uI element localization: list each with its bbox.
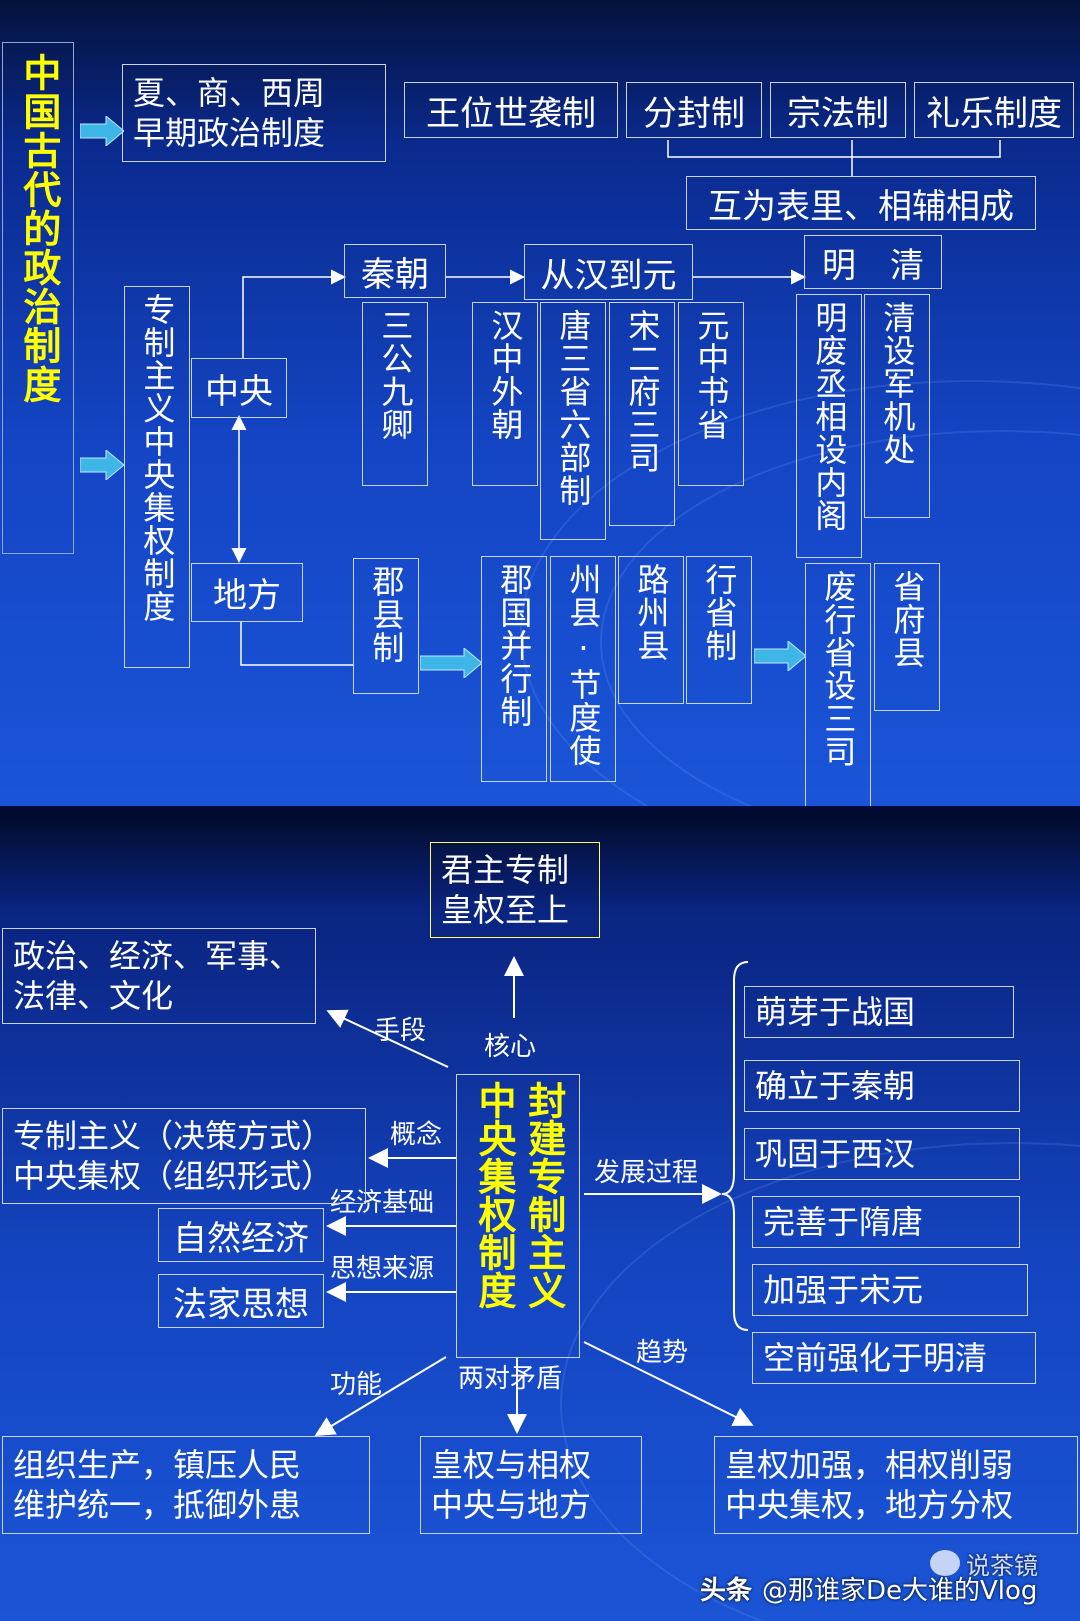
development-stage: 巩固于西汉 xyxy=(744,1128,1020,1180)
thought-source-box: 法家思想 xyxy=(158,1274,324,1328)
watermark-author: @那谁家De大谁的Vlog xyxy=(762,1576,1038,1606)
wechat-logo-icon xyxy=(930,1550,960,1576)
system-rites-music: 礼乐制度 xyxy=(914,82,1074,138)
right-arrow-icon xyxy=(754,641,806,671)
development-stage: 加强于宋元 xyxy=(752,1264,1028,1316)
system-patriarchal-clan: 宗法制 xyxy=(770,82,906,138)
means-line2: 法律、文化 xyxy=(13,977,174,1015)
local-yuan-item: 行省制 xyxy=(686,556,752,704)
early-political-system-box: 夏、商、西周 早期政治制度 xyxy=(122,64,386,162)
edge-label-function: 功能 xyxy=(330,1370,383,1400)
local-han-item: 郡国并行制 xyxy=(481,556,547,782)
function-line2: 维护统一，抵御外患 xyxy=(13,1486,302,1524)
concept-box: 专制主义（决策方式） 中央集权（组织形式） xyxy=(2,1108,366,1204)
edge-label-trend: 趋势 xyxy=(636,1338,689,1368)
slide-divider xyxy=(0,806,1080,816)
edge-label-concept: 概念 xyxy=(390,1120,443,1150)
function-line1: 组织生产，镇压人民 xyxy=(13,1446,302,1484)
right-arrow-icon xyxy=(80,116,124,146)
central-tang-item: 唐三省六部制 xyxy=(540,302,606,540)
development-stage: 完善于隋唐 xyxy=(752,1196,1020,1248)
economic-basis-box: 自然经济 xyxy=(158,1208,324,1262)
local-qing-item: 省府县 xyxy=(874,563,940,711)
central-song-item: 宋二府三司 xyxy=(609,302,675,526)
development-stage: 确立于秦朝 xyxy=(744,1060,1020,1112)
concept-line1: 专制主义（决策方式） xyxy=(13,1117,334,1155)
dynasty-qin: 秦朝 xyxy=(344,244,446,298)
edge-label-means: 手段 xyxy=(374,1016,427,1046)
watermark-logo-text: 说茶镜 xyxy=(966,1552,1038,1580)
right-arrow-icon xyxy=(80,450,124,480)
edge-label-thought: 思想来源 xyxy=(330,1254,435,1284)
development-stage: 空前强化于明清 xyxy=(752,1332,1036,1384)
edge-label-core: 核心 xyxy=(484,1032,537,1062)
contradiction-line1: 皇权与相权 xyxy=(431,1446,592,1484)
contradiction-box: 皇权与相权 中央与地方 xyxy=(420,1436,642,1534)
central-yuan-item: 元中书省 xyxy=(678,302,744,486)
edge-label-development: 发展过程 xyxy=(594,1158,699,1188)
core-box: 君主专制 皇权至上 xyxy=(430,842,600,938)
concept-line2: 中央集权（组织形式） xyxy=(13,1157,334,1195)
central-concept-box: 封建专制主义 中央集权制度 xyxy=(456,1074,580,1358)
diagram-title: 中国古代的政治制度 xyxy=(2,42,74,554)
trend-line2: 中央集权，地方分权 xyxy=(725,1486,1014,1524)
right-arrow-icon xyxy=(420,648,482,678)
function-box: 组织生产，镇压人民 维护统一，抵御外患 xyxy=(2,1436,370,1534)
slide2-connectors xyxy=(314,956,754,1437)
means-line1: 政治、经济、军事、 xyxy=(13,937,302,975)
central-ming-item: 明废丞相设内阁 xyxy=(796,294,862,558)
means-box: 政治、经济、军事、 法律、文化 xyxy=(2,928,316,1024)
autocracy-centralization-box: 专制主义中央集权制度 xyxy=(124,286,190,668)
slide1-connectors xyxy=(231,140,1001,666)
dynasty-han-to-yuan: 从汉到元 xyxy=(524,244,693,300)
early-line2: 早期政治制度 xyxy=(133,114,326,152)
early-relation-box: 互为表里、相辅相成 xyxy=(686,176,1036,230)
trend-box: 皇权加强，相权削弱 中央集权，地方分权 xyxy=(714,1436,1078,1534)
dynasty-ming-qing: 明 清 xyxy=(804,235,942,289)
trend-line1: 皇权加强，相权削弱 xyxy=(725,1446,1014,1484)
center-col2: 封建专制主义 xyxy=(521,1081,566,1309)
contradiction-line2: 中央与地方 xyxy=(431,1486,592,1524)
local-ming-item: 废行省设三司 xyxy=(805,563,871,809)
local-box: 地方 xyxy=(191,563,303,622)
central-han-item: 汉中外朝 xyxy=(472,302,538,486)
core-line1: 君主专制 xyxy=(441,851,570,889)
system-enfeoffment: 分封制 xyxy=(626,82,762,138)
slide-political-system-overview: 中国古代的政治制度 夏、商、西周 早期政治制度 王位世袭制 分封制 宗法制 礼乐… xyxy=(0,0,1080,812)
center-col1: 中央集权制度 xyxy=(472,1081,516,1309)
central-qin-item: 三公九卿 xyxy=(362,302,428,486)
early-line1: 夏、商、西周 xyxy=(133,74,326,112)
edge-label-contradiction: 两对矛盾 xyxy=(458,1364,563,1394)
central-qing-item: 清设军机处 xyxy=(864,294,930,518)
watermark-platform: 头条 xyxy=(700,1576,753,1606)
system-hereditary-throne: 王位世袭制 xyxy=(404,82,618,138)
core-line2: 皇权至上 xyxy=(441,891,570,929)
local-song-item: 路州县 xyxy=(618,556,684,704)
local-qin-item: 郡县制 xyxy=(353,558,419,694)
slide-feudal-autocracy-map: 君主专制 皇权至上 封建专制主义 中央集权制度 核心 手段 概念 经济基础 思想… xyxy=(0,812,1080,1621)
central-box: 中央 xyxy=(191,358,287,418)
development-stage: 萌芽于战国 xyxy=(744,986,1014,1038)
local-tang-item: 州县·节度使 xyxy=(550,556,616,782)
